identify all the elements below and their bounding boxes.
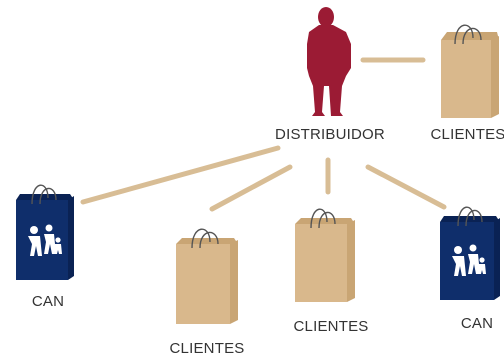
connector-lines (80, 57, 447, 212)
kraft-shopping-bag-icon (441, 24, 499, 118)
clientes-mid-label: CLIENTES (293, 318, 369, 335)
connector-distribuidor-can-right (365, 164, 447, 210)
clientes-mid-left-label: CLIENTES (169, 340, 245, 357)
can-logo (28, 224, 62, 256)
kraft-shopping-bag-icon (176, 228, 238, 324)
can-logo-shopping-bag-icon (16, 184, 74, 280)
person-icon (307, 7, 351, 116)
can-left-label: CAN (31, 293, 65, 310)
clientes-right-label: CLIENTES (430, 126, 504, 143)
connector-distribuidor-can-left (80, 145, 281, 205)
connector-distribuidor-clientes-mid-left (209, 164, 293, 212)
kraft-shopping-bag-icon (295, 208, 355, 302)
can-logo (452, 244, 486, 276)
can-logo-shopping-bag-icon (440, 206, 500, 300)
distribuidor-label: DISTRIBUIDOR (275, 126, 385, 143)
can-right-label: CAN (460, 315, 494, 332)
